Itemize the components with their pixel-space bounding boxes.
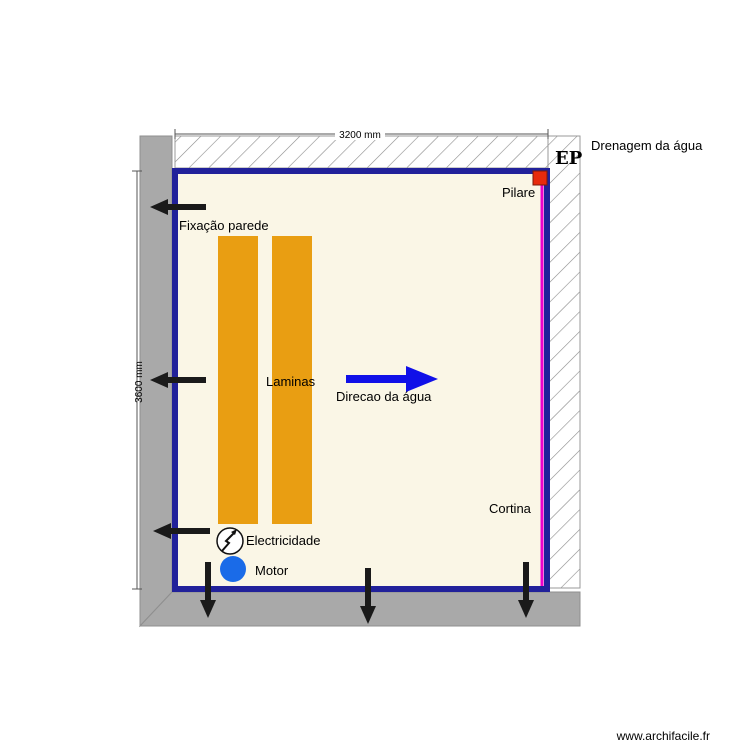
dimension-width [174, 128, 549, 140]
curtain-label: Cortina [489, 501, 532, 516]
slats-label: Laminas [266, 374, 316, 389]
height-label: 3600 mm [134, 361, 145, 403]
slat-2 [272, 236, 312, 524]
arrow-down-icon [360, 568, 376, 624]
pillar-label: Pilare [502, 185, 535, 200]
pillar-square [532, 170, 548, 186]
motor-label: Motor [255, 563, 289, 578]
dimension-height [132, 170, 142, 590]
water-direction-arrow [346, 366, 438, 392]
slat-1 [218, 236, 258, 524]
circle-blue-icon [220, 556, 246, 582]
wall-fixing-label: Fixação parede [179, 218, 269, 233]
width-label: 3200 mm [339, 130, 381, 141]
arrow-left-icon [150, 199, 206, 215]
lightning-circle-icon [216, 527, 244, 555]
arrow-left-icon [150, 372, 206, 388]
drainage-label: Drenagem da água [591, 138, 703, 153]
electricity-label: Electricidade [246, 533, 320, 548]
footer-site[interactable]: www.archifacile.fr [616, 729, 710, 743]
water-direction-label: Direcao da água [336, 389, 432, 404]
arrow-down-icon [200, 562, 216, 618]
arrow-down-icon [518, 562, 534, 618]
ep-label: EP [555, 148, 583, 169]
arrow-left-icon [153, 523, 210, 539]
